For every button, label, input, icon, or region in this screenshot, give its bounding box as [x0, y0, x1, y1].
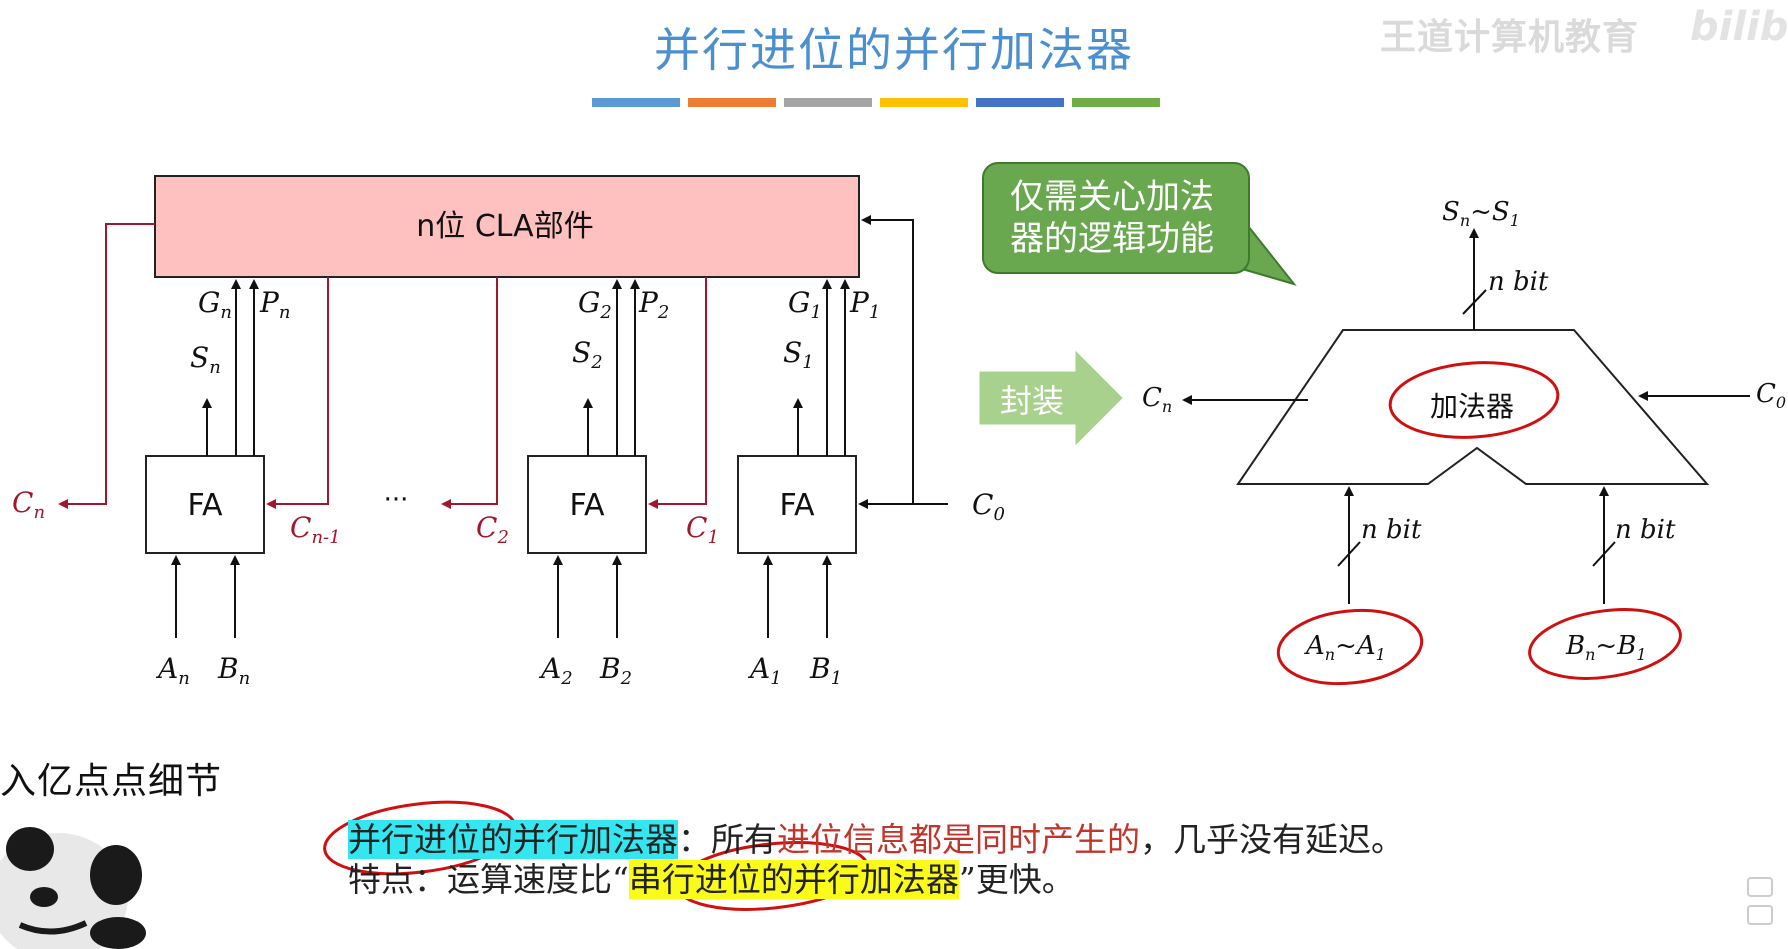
bilibili-logo: bilibili — [1690, 4, 1788, 50]
a-label-1: A1 — [747, 652, 782, 689]
c2-label: C2 — [476, 511, 509, 548]
color-bar-4 — [880, 98, 968, 107]
a-circle-annotation — [1276, 608, 1424, 686]
cla-unit-label: n位 CLA部件 — [416, 209, 593, 244]
fa-box-n — [145, 455, 265, 554]
color-bar-3 — [784, 98, 872, 107]
pack-label: 封装 — [1000, 382, 1065, 420]
c0-label-left: C0 — [972, 488, 1005, 525]
explanation-line-1: 并行进位的并行加法器：所有进位信息都是同时产生的，几乎没有延迟。 — [348, 820, 1404, 860]
p-label-1: P1 — [849, 286, 880, 323]
feature-label: 特点：运算速度比“ — [348, 860, 629, 899]
cn-1-label: Cn-1 — [290, 511, 341, 548]
adder-circle-annotation — [1388, 361, 1560, 439]
fa-label-2: FA — [569, 488, 605, 523]
carry-wires — [58, 223, 707, 509]
g-label-2: G2 — [578, 286, 612, 323]
callout-bubble: 仅需关心加法 器的逻辑功能 — [982, 162, 1250, 274]
explanation-text: 并行进位的并行加法器：所有进位信息都是同时产生的，几乎没有延迟。 特点：运算速度… — [348, 820, 1404, 900]
cn-out-label: Cn — [12, 486, 45, 523]
adder-wires — [1182, 228, 1750, 604]
b-label-n: Bn — [217, 652, 250, 689]
b-label-1: B1 — [809, 652, 842, 689]
b-circle-annotation — [1528, 608, 1682, 680]
bit-label-b: n bit — [1615, 515, 1676, 545]
page-title: 并行进位的并行加法器 — [654, 23, 1134, 77]
g-label-n: Gn — [198, 286, 232, 323]
fa-label-1: FA — [779, 488, 815, 523]
b-range-label: Bn~B1 — [1565, 631, 1647, 664]
watermark-text: 王道计算机教育 — [1380, 17, 1640, 58]
sum-label: Sn~S1 — [1442, 197, 1520, 230]
explanation-colon: ：所有 — [678, 820, 777, 859]
c0-label-right: C0 — [1756, 379, 1786, 412]
a-label-n: An — [155, 652, 190, 689]
p-label-n: Pn — [259, 286, 290, 323]
cn-label-right: Cn — [1142, 383, 1172, 416]
color-bar-2 — [688, 98, 776, 107]
fa-box-1 — [737, 455, 857, 554]
panda-meme-image — [0, 827, 146, 949]
fa-box-2 — [527, 455, 647, 554]
color-bar-1 — [592, 98, 680, 107]
g-label-1: G1 — [788, 286, 822, 323]
callout-line-1: 仅需关心加法 — [1010, 177, 1214, 217]
s-label-1: S1 — [783, 336, 814, 373]
explanation-rest: ，几乎没有延迟。 — [1140, 820, 1404, 859]
a-label-2: A2 — [538, 652, 573, 689]
color-bar-6 — [1072, 98, 1160, 107]
feature-rest: ”更快。 — [958, 860, 1075, 899]
adder-shape — [1236, 329, 1710, 485]
c1-label: C1 — [686, 511, 719, 548]
s-label-n: Sn — [190, 341, 221, 378]
bit-label-top: n bit — [1488, 267, 1549, 297]
b-label-2: B2 — [599, 652, 632, 689]
cla-unit-box — [154, 175, 860, 278]
explanation-red-text: 进位信息都是同时产生的 — [777, 820, 1140, 859]
side-caption: 入亿点点细节 — [0, 761, 223, 802]
color-bar-5 — [976, 98, 1064, 107]
fa-label-n: FA — [187, 488, 223, 523]
video-control-icon[interactable] — [1740, 872, 1780, 932]
ellipsis: ··· — [384, 485, 409, 515]
callout-line-2: 器的逻辑功能 — [1010, 219, 1214, 259]
explanation-line-2: 特点：运算速度比“串行进位的并行加法器”更快。 — [348, 860, 1404, 900]
p-label-2: P2 — [638, 286, 669, 323]
a-range-label: An~A1 — [1304, 631, 1386, 664]
s-label-2: S2 — [572, 336, 603, 373]
adder-label: 加法器 — [1430, 390, 1514, 423]
term-serial-carry: 串行进位的并行加法器 — [628, 860, 959, 899]
term-parallel-carry: 并行进位的并行加法器 — [348, 820, 678, 859]
gp-arrows — [171, 215, 948, 638]
bit-label-a: n bit — [1361, 515, 1422, 545]
pack-arrow-shape — [979, 350, 1123, 446]
